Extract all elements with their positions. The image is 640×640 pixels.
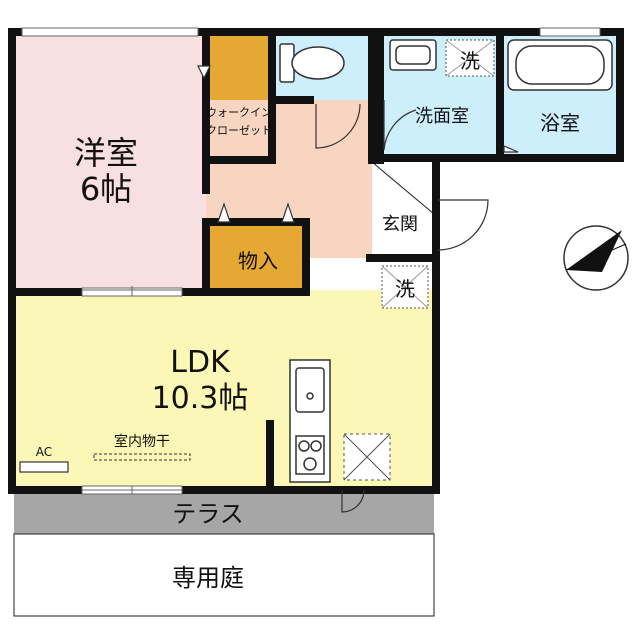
terrace-area [14, 490, 434, 534]
aircon-label: AC [36, 445, 52, 459]
bathtub-icon [507, 39, 613, 91]
entrance-name: 玄関 [382, 214, 418, 235]
garden-name: 専用庭 [172, 564, 244, 592]
compass-icon [563, 225, 629, 291]
western-room-size: 6帖 [80, 170, 132, 208]
bathroom-name: 浴室 [540, 111, 580, 135]
washroom-washer-mark: 洗 [460, 49, 480, 73]
closet-door-icon [197, 65, 519, 223]
western-room-name: 洋室 [74, 134, 138, 172]
washer-icon: 洗 [445, 39, 495, 77]
entrance-step-line [371, 161, 435, 215]
door-swing-icon [315, 100, 489, 513]
terrace-name: テラス [172, 500, 244, 528]
western-room-area [14, 34, 206, 290]
storage-area [210, 226, 306, 290]
refrigerator-space [343, 433, 391, 481]
washer-icon: 洗 [381, 265, 429, 309]
aircon-unit [19, 461, 69, 473]
ldk-size: 10.3帖 [152, 381, 249, 416]
entrance-area [372, 162, 434, 256]
washroom-name: 洗面室 [415, 106, 469, 127]
drying-rail [93, 453, 191, 461]
walk-in-closet-label-2: クローゼット [206, 124, 272, 137]
sink-icon [295, 367, 325, 413]
walk-in-closet-label-1: ウォークイン [206, 106, 272, 119]
garden-area [13, 533, 435, 617]
ldk-washer-mark: 洗 [395, 277, 415, 301]
ldk-name: LDK [170, 345, 231, 380]
stove-icon [295, 435, 325, 475]
indoor-drying-label: 室内物干 [114, 433, 170, 450]
sink-icon [389, 39, 437, 71]
toilet-icon [279, 43, 345, 83]
storage-name: 物入 [238, 249, 278, 273]
